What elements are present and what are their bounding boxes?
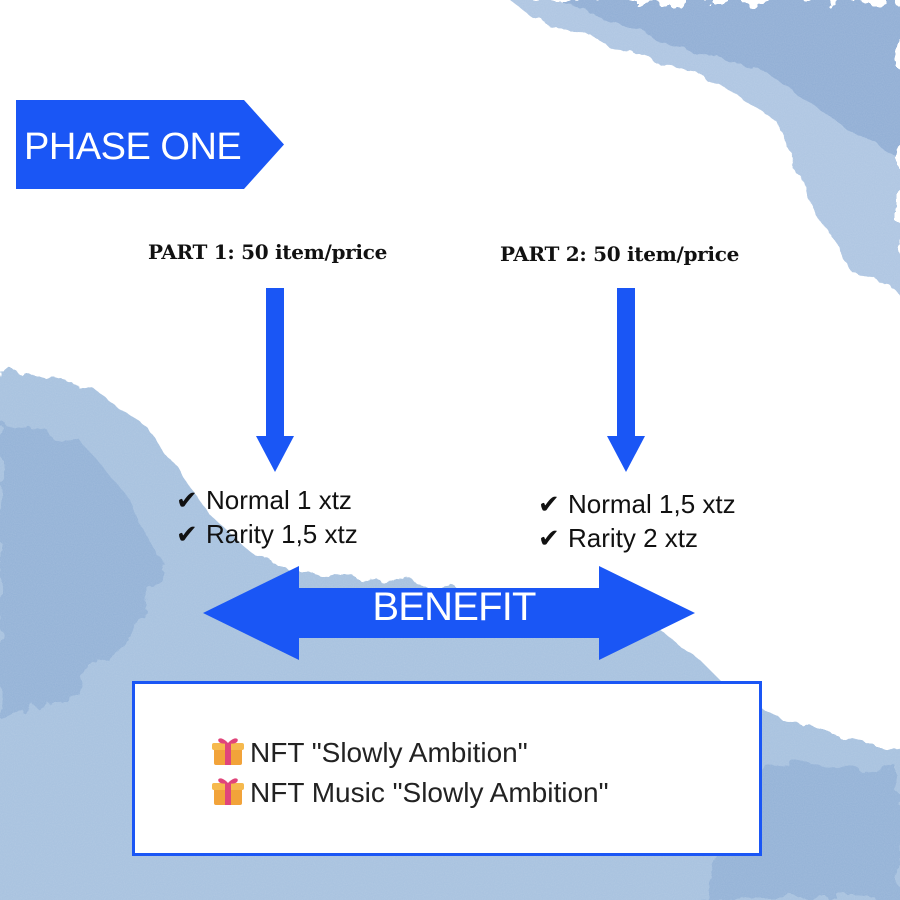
price-row: ✔ Rarity 2 xtz bbox=[538, 521, 736, 555]
part-1-rarity-price: Rarity 1,5 xtz bbox=[206, 519, 358, 549]
benefit-box bbox=[132, 681, 762, 856]
check-mark-icon: ✔ bbox=[538, 523, 560, 553]
check-mark-icon: ✔ bbox=[176, 519, 198, 549]
price-row: ✔ Rarity 1,5 xtz bbox=[176, 517, 358, 551]
check-mark-icon: ✔ bbox=[176, 485, 198, 515]
part-2-title: PART 2: 50 item/price bbox=[500, 242, 740, 266]
part-1-down-arrow bbox=[256, 288, 294, 472]
part-2-price-list: ✔ Normal 1,5 xtz ✔ Rarity 2 xtz bbox=[538, 487, 736, 555]
gift-icon bbox=[212, 778, 244, 805]
benefit-double-arrow bbox=[203, 566, 695, 660]
part-1-normal-price: Normal 1 xtz bbox=[206, 485, 352, 515]
benefit-label: BENEFIT bbox=[372, 585, 536, 629]
part-2-down-arrow bbox=[607, 288, 645, 472]
gift-icon bbox=[212, 738, 244, 765]
phase-banner: PHASE ONE bbox=[16, 100, 284, 189]
benefit-item-text: NFT Music "Slowly Ambition" bbox=[250, 777, 609, 808]
check-mark-icon: ✔ bbox=[538, 489, 560, 519]
benefit-item-text: NFT "Slowly Ambition" bbox=[250, 737, 528, 768]
benefit-list: NFT "Slowly Ambition" NFT Music "Slowly … bbox=[212, 733, 609, 813]
part-1-title: PART 1: 50 item/price bbox=[148, 240, 388, 264]
part-2-rarity-price: Rarity 2 xtz bbox=[568, 523, 699, 553]
benefit-item: NFT Music "Slowly Ambition" bbox=[212, 773, 609, 813]
phase-title: PHASE ONE bbox=[24, 126, 242, 168]
price-row: ✔ Normal 1,5 xtz bbox=[538, 487, 736, 521]
benefit-item: NFT "Slowly Ambition" bbox=[212, 733, 609, 773]
price-row: ✔ Normal 1 xtz bbox=[176, 483, 358, 517]
part-2-normal-price: Normal 1,5 xtz bbox=[568, 489, 736, 519]
part-1-price-list: ✔ Normal 1 xtz ✔ Rarity 1,5 xtz bbox=[176, 483, 358, 551]
